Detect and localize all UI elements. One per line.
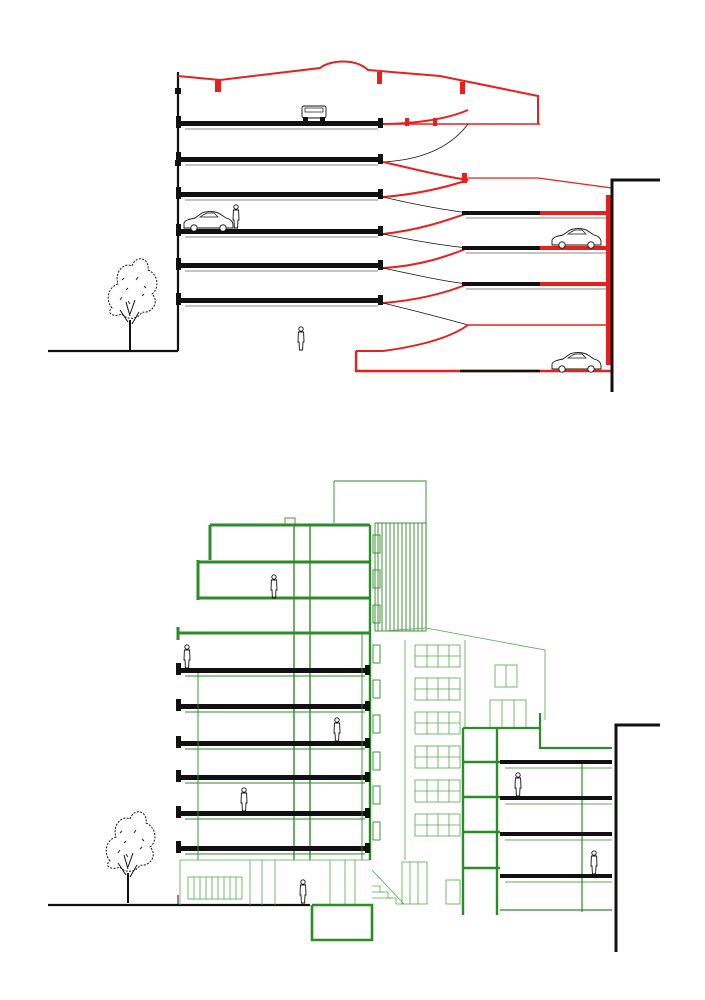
person-icon — [299, 879, 307, 904]
garage-slabs — [176, 116, 383, 305]
car-icon — [551, 352, 602, 373]
ramps — [382, 109, 469, 352]
core-windows — [372, 534, 381, 841]
neighbor-wall — [610, 178, 660, 392]
annex-slabs — [500, 760, 612, 878]
tree-icon — [105, 810, 156, 904]
housing-conversion-section — [48, 480, 660, 952]
entrance-stairs — [371, 869, 405, 905]
person-icon — [297, 326, 305, 351]
main-block-slabs — [176, 633, 370, 860]
roof-structure — [177, 60, 540, 126]
basement — [310, 903, 374, 942]
person-icon — [590, 850, 598, 875]
person-icon — [232, 204, 240, 229]
basement — [354, 350, 612, 373]
tree-icon — [107, 257, 158, 351]
car-icon — [551, 228, 602, 249]
main-block-frame — [176, 517, 372, 860]
person-icon — [270, 574, 278, 599]
ground-floor-facade — [179, 859, 370, 905]
car-icon — [301, 105, 327, 122]
annex-frame — [461, 713, 612, 915]
annex-floors — [462, 173, 613, 365]
person-icon — [240, 787, 248, 812]
neighbor-wall — [614, 723, 660, 952]
parking-garage-section — [48, 60, 660, 392]
car-icon — [183, 211, 234, 232]
person-icon — [514, 772, 522, 797]
middle-block — [382, 627, 546, 905]
stair-tower — [333, 480, 427, 632]
person-icon — [333, 717, 341, 742]
person-icon — [183, 644, 191, 669]
